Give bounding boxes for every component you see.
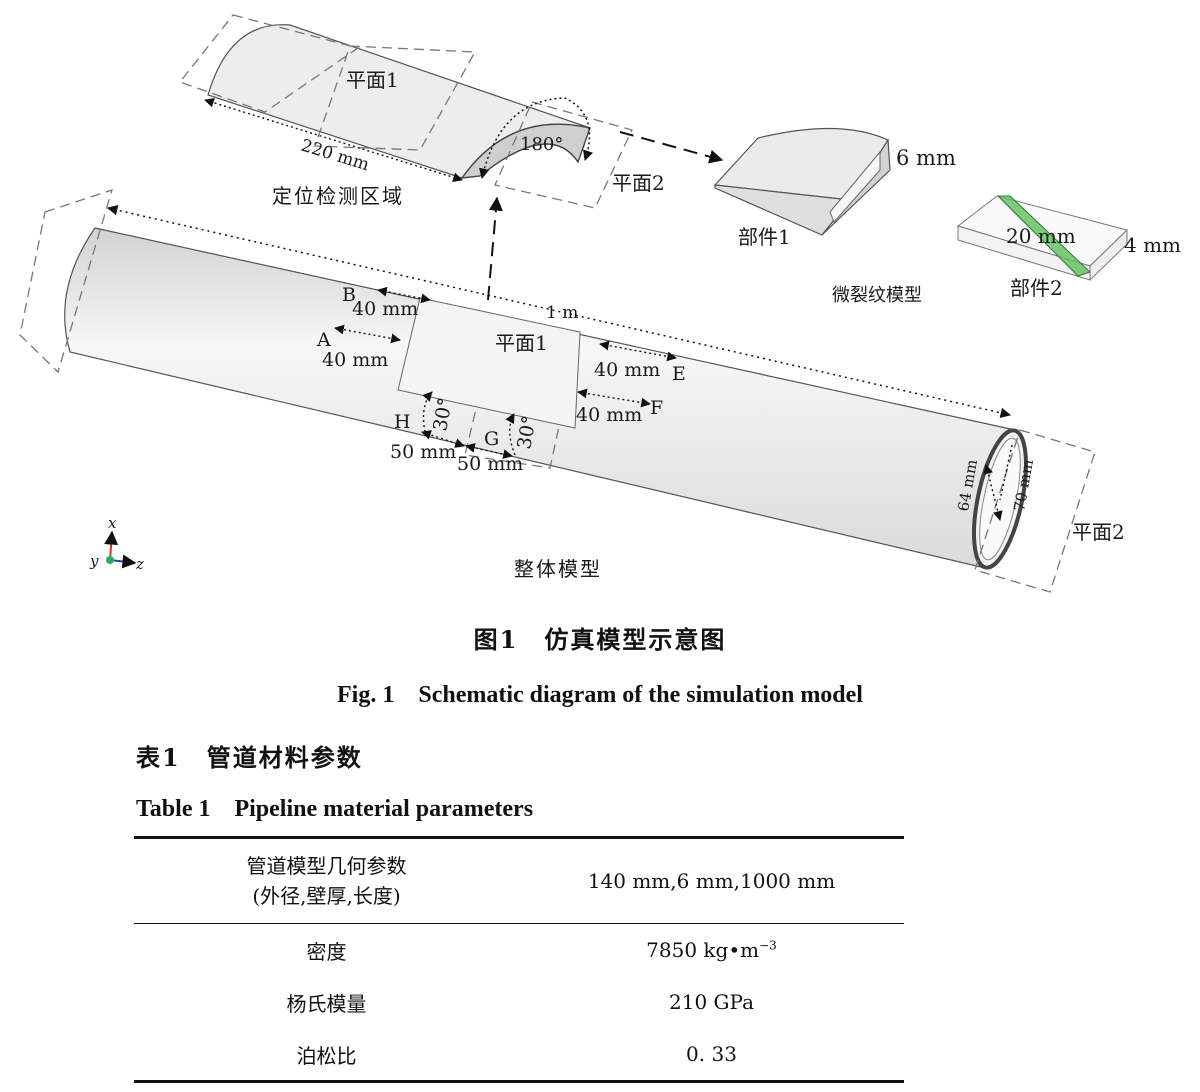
label-b-dist: 40 mm — [352, 298, 418, 320]
table-cell-param: 杨氏模量 — [286, 991, 367, 1016]
label-plane1-top: 平面1 — [346, 68, 399, 92]
label-h: H — [394, 411, 411, 433]
crack-plane — [996, 195, 1091, 277]
label-1m: 1 m — [546, 303, 578, 323]
label-plane2-top: 平面2 — [612, 171, 665, 195]
region-to-pipe-arrow — [487, 196, 503, 301]
table-caption-cn: 表1 管道材料参数 — [136, 743, 363, 772]
figure-caption-cn: 图1 仿真模型示意图 — [473, 625, 727, 654]
label-a-dist: 40 mm — [322, 349, 388, 371]
label-e: E — [672, 363, 686, 385]
label-6mm: 6 mm — [896, 146, 956, 170]
label-20mm: 20 mm — [1006, 224, 1076, 248]
label-180deg: 180° — [520, 134, 563, 155]
axis-x-label: x — [108, 514, 117, 532]
label-f-dist: 40 mm — [576, 404, 642, 426]
label-plane1-main: 平面1 — [495, 331, 548, 355]
label-h-dist: 50 mm — [390, 441, 456, 463]
density-exponent: −3 — [759, 938, 777, 953]
part1-block — [713, 127, 891, 236]
label-a: A — [316, 329, 331, 351]
table-cell-value: 0. 33 — [519, 1028, 904, 1083]
axis-z-label: z — [135, 555, 144, 573]
material-parameters-table: 管道模型几何参数 (外径,壁厚,长度) 140 mm,6 mm,1000 mm … — [134, 836, 904, 1083]
label-g-dist: 50 mm — [457, 453, 523, 475]
label-e-dist: 40 mm — [594, 359, 660, 381]
table-row: 杨氏模量 210 GPa — [134, 976, 904, 1028]
label-part1: 部件1 — [738, 225, 791, 249]
figure-caption-en: Fig. 1 Schematic diagram of the simulati… — [337, 682, 863, 708]
part2-crack-block — [956, 195, 1128, 282]
table-row: 密度 7850 kg•m−3 — [134, 924, 904, 977]
label-part2: 部件2 — [1010, 276, 1063, 300]
detection-region-shell — [178, 14, 633, 209]
region-to-part1-arrow — [619, 131, 724, 164]
label-crack-model: 微裂纹模型 — [832, 285, 922, 306]
label-detection-region: 定位检测区域 — [272, 184, 404, 208]
label-g: G — [484, 428, 499, 450]
main-pipe — [19, 188, 1096, 593]
density-value: 7850 kg•m — [646, 938, 760, 962]
table-row: 管道模型几何参数 (外径,壁厚,长度) 140 mm,6 mm,1000 mm — [134, 836, 904, 924]
label-b: B — [342, 284, 356, 306]
table-cell-param: 密度 — [306, 939, 347, 964]
table-cell-value: 210 GPa — [669, 990, 754, 1014]
table-cell-value: 7850 kg•m−3 — [519, 924, 904, 977]
param-line1: 管道模型几何参数 — [246, 854, 407, 878]
label-4mm: 4 mm — [1124, 233, 1181, 257]
coordinate-axes-icon — [104, 530, 137, 569]
table-row: 泊松比 0. 33 — [134, 1028, 904, 1083]
axis-y-label: y — [89, 552, 99, 570]
label-f: F — [650, 397, 663, 419]
simulation-model-figure: 平面1 平面2 220 mm 180° 定位检测区域 6 mm 部件1 20 m… — [19, 14, 1181, 593]
label-whole-model: 整体模型 — [514, 557, 602, 581]
label-plane2-main: 平面2 — [1072, 520, 1125, 544]
table-caption-en: Table 1 Pipeline material parameters — [136, 796, 534, 822]
param-line2: (外径,壁厚,长度) — [252, 884, 401, 908]
table-cell-value: 140 mm,6 mm,1000 mm — [519, 836, 904, 924]
table-cell-param: 泊松比 — [134, 1028, 519, 1083]
table-cell-param: 管道模型几何参数 (外径,壁厚,长度) — [134, 836, 519, 924]
